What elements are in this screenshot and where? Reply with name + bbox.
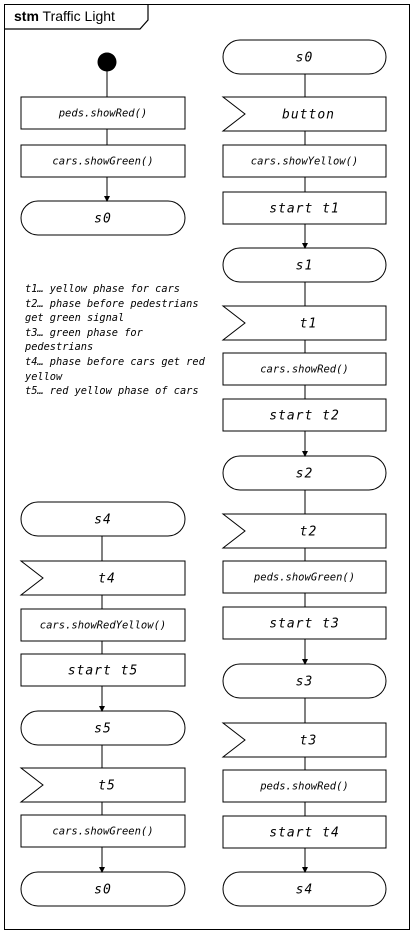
right-signal-1-label: button	[282, 108, 335, 123]
right-state-12-label: s3	[296, 675, 314, 690]
right-signal-9-label: t2	[300, 525, 318, 540]
left-state-4-label: s5	[94, 722, 112, 737]
diagram-title: stm Traffic Light	[14, 8, 115, 24]
right-action-14-shape	[222, 769, 387, 803]
left-action-6-label: cars.showGreen()	[52, 826, 153, 838]
right-start-11-shape	[222, 606, 387, 640]
left-state-0-shape	[20, 501, 186, 537]
right-action-10-label: peds.showGreen()	[253, 572, 355, 584]
state-s0-initial-label: s0	[94, 212, 112, 227]
timer-legend: t1… yellow phase for cars t2… phase befo…	[25, 282, 210, 399]
right-state-0-label: s0	[296, 51, 314, 66]
title-keyword: stm	[14, 8, 39, 24]
right-signal-13-label: t3	[300, 734, 318, 749]
legend-line: t2… phase before pedestrians get green s…	[25, 297, 199, 325]
right-action-2-label: cars.showYellow()	[251, 156, 358, 168]
left-state-0-label: s4	[94, 513, 112, 528]
init-action-cars-green-shape	[20, 144, 186, 178]
right-start-3-shape	[222, 191, 387, 225]
init-action-peds-red-shape	[20, 96, 186, 130]
right-start-11-label: start t3	[269, 617, 340, 632]
right-state-16-label: s4	[296, 883, 314, 898]
left-state-7-label: s0	[94, 883, 112, 898]
legend-line: t5… red yellow phase of cars	[25, 385, 199, 398]
right-action-2-shape	[222, 144, 387, 178]
title-name: Traffic Light	[42, 8, 115, 24]
right-start-7-label: start t2	[269, 409, 340, 424]
right-signal-5-label: t1	[300, 317, 318, 332]
legend-line: t1… yellow phase for cars	[25, 283, 180, 295]
left-signal-5-shape	[19, 767, 186, 803]
left-signal-5-label: t5	[98, 779, 116, 794]
left-action-2-shape	[20, 608, 186, 642]
right-action-14-label: peds.showRed()	[259, 781, 349, 793]
diagram-frame	[4, 4, 410, 930]
state-s0-initial-shape	[20, 200, 186, 236]
initial-state-dot	[97, 52, 117, 72]
left-signal-1-shape	[19, 560, 186, 596]
right-start-15-shape	[222, 815, 387, 849]
legend-line: t4… phase before cars get red yellow	[25, 355, 205, 383]
left-action-6-shape	[20, 814, 186, 848]
right-action-6-label: cars.showRed()	[260, 364, 349, 376]
left-action-2-label: cars.showRedYellow()	[40, 620, 166, 632]
right-state-4-label: s1	[296, 259, 314, 274]
left-start-3-shape	[20, 653, 186, 687]
init-action-cars-green-label: cars.showGreen()	[52, 156, 153, 168]
right-state-8-label: s2	[296, 467, 314, 482]
right-start-3-label: start t1	[269, 202, 340, 217]
left-start-3-label: start t5	[68, 664, 139, 679]
init-action-peds-red-label: peds.showRed()	[58, 108, 148, 120]
legend-line: t3… green phase for pedestrians	[25, 326, 143, 354]
right-start-15-label: start t4	[269, 826, 340, 841]
left-signal-1-label: t4	[98, 572, 116, 587]
